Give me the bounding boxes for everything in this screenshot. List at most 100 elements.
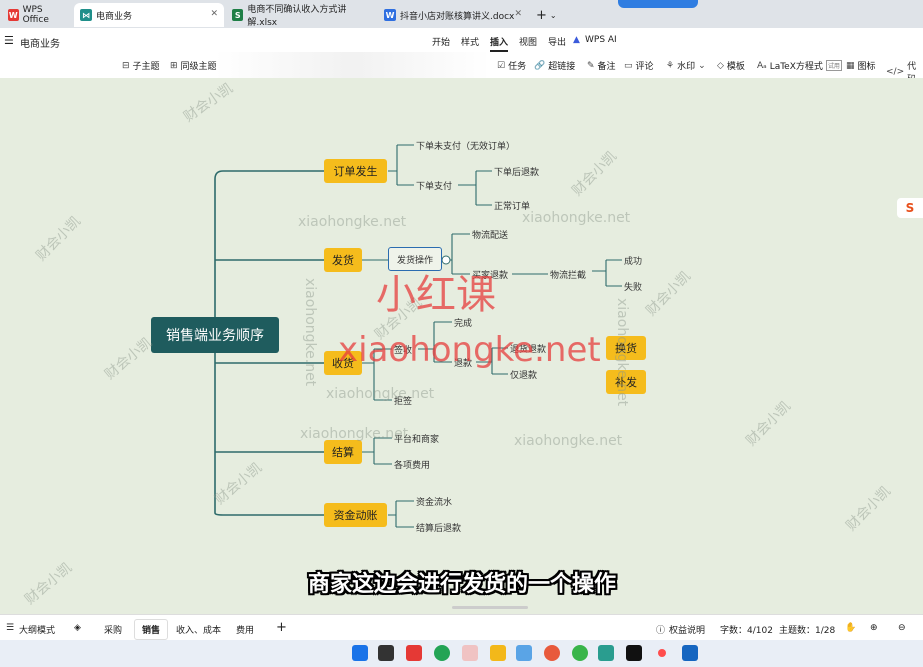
leaf-complete[interactable]: 完成 bbox=[454, 318, 473, 329]
sheet-tab-purchase[interactable]: 采购 bbox=[104, 626, 123, 636]
close-icon[interactable]: ✕ bbox=[514, 9, 522, 19]
leaf-buyer-refund[interactable]: 买家退款 bbox=[472, 270, 509, 281]
leaf-normal-order[interactable]: 正常订单 bbox=[494, 201, 531, 212]
leaf-funds-flow[interactable]: 资金流水 bbox=[416, 497, 453, 508]
record-icon[interactable] bbox=[658, 649, 666, 657]
locate-icon[interactable]: ⊕ bbox=[870, 623, 878, 633]
connector-lines bbox=[214, 144, 622, 528]
leaf-intercept[interactable]: 物流拦截 bbox=[550, 270, 587, 281]
watermark-button[interactable]: ⚘水印⌄ bbox=[666, 60, 706, 73]
status-bar: ☰ 大纲模式 ◈ 采购 销售 收入、成本 费用 + ⓘ 权益说明 字数：4/10… bbox=[0, 614, 923, 641]
menu-view[interactable]: 视图 bbox=[519, 38, 538, 48]
icon-button[interactable]: ▦图标 bbox=[846, 60, 876, 73]
category-funds[interactable]: 资金动账 bbox=[324, 503, 387, 527]
layers-icon[interactable]: ◈ bbox=[74, 623, 81, 633]
category-exchange[interactable]: 换货 bbox=[606, 336, 646, 360]
subtopic-button[interactable]: ⊟子主题 bbox=[122, 60, 160, 73]
category-ship[interactable]: 发货 bbox=[324, 248, 362, 272]
tab-wps-office[interactable]: W WPS Office bbox=[8, 5, 49, 25]
zoom-icon[interactable]: ⊖ bbox=[898, 623, 906, 633]
leaf-fail[interactable]: 失败 bbox=[624, 282, 643, 293]
info-icon[interactable]: ⓘ bbox=[656, 626, 666, 636]
leaf-platform[interactable]: 平台和商家 bbox=[394, 434, 440, 445]
window-indicator bbox=[618, 0, 698, 8]
sheet-tab-revenue-cost[interactable]: 收入、成本 bbox=[176, 626, 222, 636]
sheet-tab-expense[interactable]: 费用 bbox=[236, 626, 255, 636]
app-icon[interactable] bbox=[682, 645, 698, 661]
link-icon: 🔗 bbox=[534, 60, 546, 71]
menu-export[interactable]: 导出 bbox=[548, 38, 567, 48]
comment-button[interactable]: ▭评论 bbox=[624, 60, 654, 73]
category-receive[interactable]: 收货 bbox=[324, 351, 362, 375]
topic-count: 主题数：1/28 bbox=[779, 626, 836, 636]
template-icon: ◇ bbox=[717, 60, 724, 71]
video-subtitle: 商家这边会进行发货的一个操作 bbox=[308, 572, 617, 597]
brand-watermark-url: xiaohongke.net bbox=[338, 330, 601, 370]
folder-icon[interactable] bbox=[490, 645, 506, 661]
rights-link[interactable]: 权益说明 bbox=[669, 626, 706, 636]
leaf-return-refund[interactable]: 退货退款 bbox=[510, 344, 547, 355]
menu-insert[interactable]: 插入 bbox=[490, 35, 509, 52]
grid-icon: ▦ bbox=[846, 60, 855, 71]
horizontal-scrollbar[interactable] bbox=[452, 606, 528, 609]
leaf-reject[interactable]: 拒签 bbox=[394, 396, 413, 407]
chevron-down-icon: ⌄ bbox=[698, 60, 706, 71]
hyperlink-button[interactable]: 🔗超链接 bbox=[534, 60, 576, 73]
tab-spreadsheet[interactable]: S 电商不同确认收入方式讲解.xlsx bbox=[226, 3, 376, 28]
leaf-success[interactable]: 成功 bbox=[624, 256, 643, 267]
category-order[interactable]: 订单发生 bbox=[324, 159, 387, 183]
category-reissue[interactable]: 补发 bbox=[606, 370, 646, 394]
outline-mode-button[interactable]: 大纲模式 bbox=[19, 626, 56, 636]
leaf-refund-only[interactable]: 仅退款 bbox=[510, 370, 538, 381]
monitor-icon[interactable] bbox=[598, 645, 614, 661]
leaf-sign[interactable]: 签收 bbox=[394, 345, 413, 356]
brand-watermark: 小红课 bbox=[376, 272, 496, 318]
sogou-input-icon[interactable]: S bbox=[897, 198, 923, 218]
category-settle[interactable]: 结算 bbox=[324, 440, 362, 464]
menu-bar: ☰ 电商业务 开始 样式 插入 视图 导出 ▲ WPS AI bbox=[0, 28, 923, 52]
sheet-tab-sales[interactable]: 销售 bbox=[134, 619, 169, 640]
app-icon[interactable] bbox=[462, 645, 478, 661]
note-button[interactable]: ✎备注 bbox=[587, 60, 616, 73]
template-button[interactable]: ◇模板 bbox=[717, 60, 745, 73]
tab-mindmap[interactable]: ⋈ 电商业务 ✕ bbox=[74, 3, 224, 27]
menu-home[interactable]: 开始 bbox=[432, 38, 451, 48]
windows-start-icon[interactable] bbox=[352, 645, 368, 661]
pencil-icon: ✎ bbox=[587, 60, 595, 71]
task-button[interactable]: ☑任务 bbox=[497, 60, 527, 73]
task-view-icon[interactable] bbox=[378, 645, 394, 661]
menu-wps-ai[interactable]: WPS AI bbox=[585, 35, 617, 45]
subtopic-icon: ⊟ bbox=[122, 60, 130, 71]
leaf-logistics[interactable]: 物流配送 bbox=[472, 230, 509, 241]
wps-taskbar-icon[interactable] bbox=[406, 645, 422, 661]
os-taskbar bbox=[0, 640, 923, 667]
browser-icon[interactable] bbox=[544, 645, 560, 661]
add-sheet-button[interactable]: + bbox=[276, 620, 287, 635]
wechat-icon[interactable] bbox=[434, 645, 450, 661]
tab-document[interactable]: W 抖音小店对账核算讲义.docx ✕ bbox=[384, 9, 522, 22]
cloud-icon[interactable] bbox=[516, 645, 532, 661]
leaf-order-unpaid[interactable]: 下单未支付（无效订单） bbox=[416, 141, 516, 152]
new-tab-button[interactable]: +⌄ bbox=[536, 7, 557, 23]
close-icon[interactable]: ✕ bbox=[210, 9, 218, 19]
leaf-refund[interactable]: 退款 bbox=[454, 358, 473, 369]
wps-ai-icon[interactable]: ▲ bbox=[573, 35, 580, 45]
hand-icon[interactable]: ✋ bbox=[845, 623, 857, 633]
leaf-settled-refund[interactable]: 结算后退款 bbox=[416, 523, 462, 534]
leaf-order-paid[interactable]: 下单支付 bbox=[416, 181, 453, 192]
capcut-icon[interactable] bbox=[626, 645, 642, 661]
menu-style[interactable]: 样式 bbox=[461, 38, 480, 48]
leaf-ship-operation[interactable]: 发货操作 bbox=[388, 247, 442, 271]
sibling-topic-button[interactable]: ⊞同级主题 bbox=[170, 60, 217, 73]
outline-icon[interactable]: ☰ bbox=[6, 623, 15, 633]
document-icon: W bbox=[384, 9, 396, 21]
watermark-text: xiaohongke.net bbox=[302, 278, 318, 387]
mindmap-canvas[interactable]: 销售端业务顺序 订单发生 发货 收货 结算 资金动账 换货 补发 下单未支付（无… bbox=[0, 78, 923, 610]
leaf-fees[interactable]: 各项费用 bbox=[394, 460, 431, 471]
leaf-refund-after-order[interactable]: 下单后退款 bbox=[494, 167, 540, 178]
comment-icon: ▭ bbox=[624, 60, 633, 71]
root-node[interactable]: 销售端业务顺序 bbox=[151, 317, 279, 353]
hamburger-icon[interactable]: ☰ bbox=[4, 34, 14, 47]
edge-icon[interactable] bbox=[572, 645, 588, 661]
